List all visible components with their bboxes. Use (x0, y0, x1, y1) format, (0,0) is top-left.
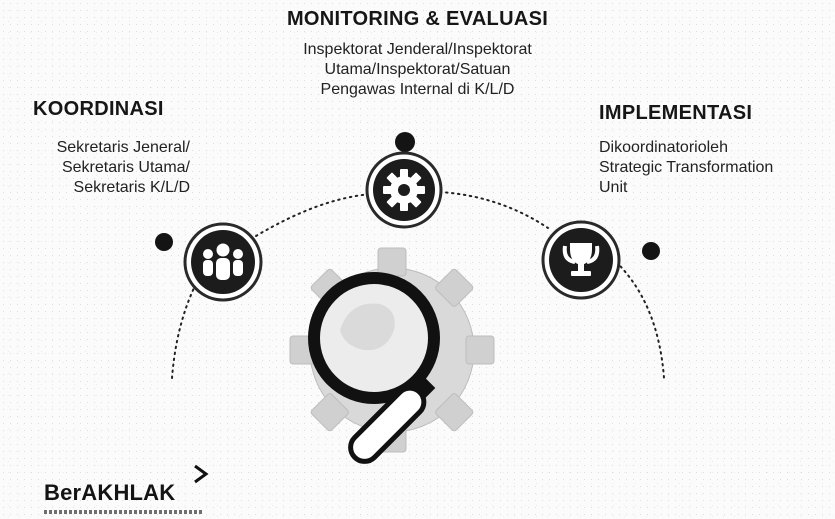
implementasi-line: Dikoordinatorioleh (599, 139, 728, 156)
magnifying-glass-icon (308, 272, 440, 464)
gear-icon (365, 151, 443, 229)
koordinasi-description: Sekretaris Jeneral/ Sekretaris Utama/ Se… (2, 138, 190, 198)
koordinasi-line: Sekretaris Jeneral/ (56, 139, 190, 156)
connector-dot (395, 132, 415, 152)
monitoring-title: MONITORING & EVALUASI (286, 8, 549, 30)
chevron-right-icon (194, 464, 209, 484)
koordinasi-title: KOORDINASI (33, 98, 164, 120)
connector-dot (642, 242, 660, 260)
berakhlak-logo: BerAKHLAK (44, 464, 209, 514)
implementasi-description: Dikoordinatorioleh Strategic Transformat… (599, 138, 773, 198)
monitoring-description: Inspektorat Jenderal/Inspektorat Utama/I… (0, 40, 835, 100)
logo-tagline-lines (44, 510, 204, 514)
monitoring-line: Utama/Inspektorat/Satuan (324, 61, 511, 78)
koordinasi-line: Sekretaris Utama/ (61, 159, 190, 176)
people-group-icon (183, 222, 263, 302)
connector-dot (155, 233, 173, 251)
monitoring-line: Inspektorat Jenderal/Inspektorat (303, 41, 532, 58)
implementasi-line: Unit (599, 179, 628, 196)
logo-text: BerAKHLAK (44, 480, 176, 505)
implementasi-title: IMPLEMENTASI (599, 102, 753, 124)
trophy-icon (541, 220, 621, 300)
koordinasi-line: Sekretaris K/L/D (73, 179, 190, 196)
monitoring-line: Pengawas Internal di K/L/D (320, 81, 515, 98)
implementasi-line: Strategic Transformation (599, 159, 774, 176)
